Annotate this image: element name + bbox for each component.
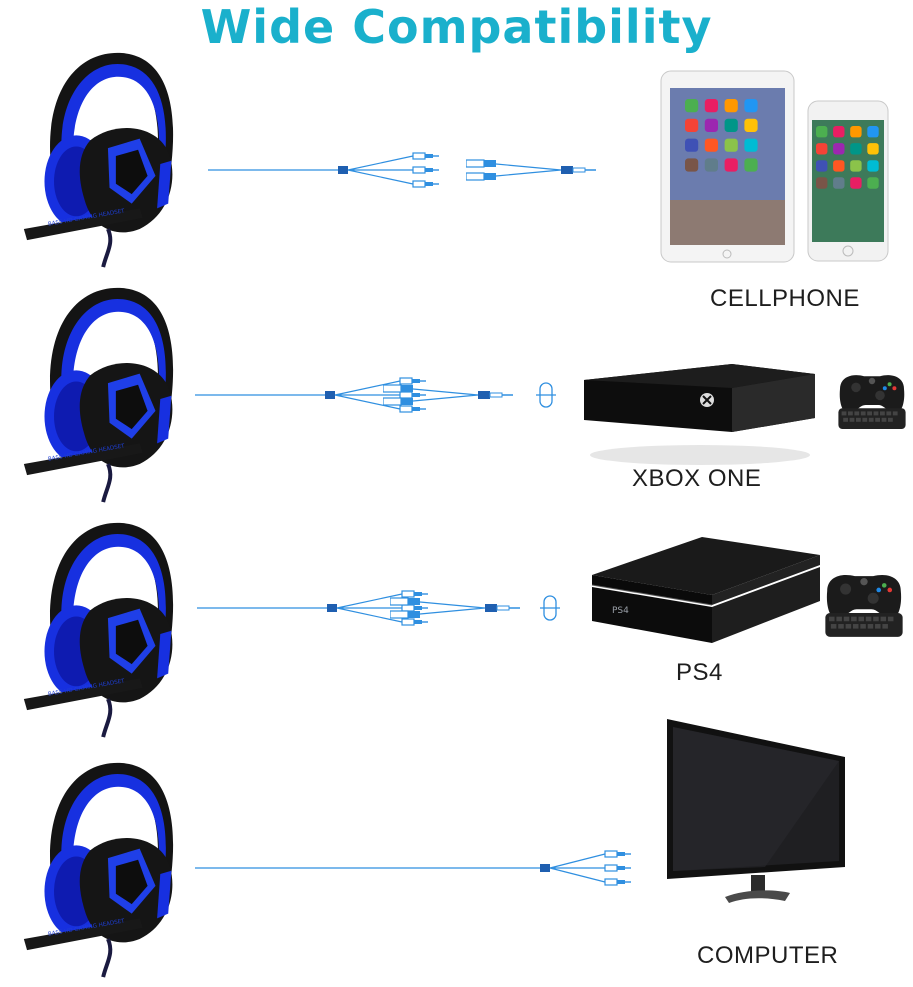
splitter-cable	[208, 145, 468, 195]
row-cellphone: BASS HD GAMING HEADSET CELLPHONE	[0, 45, 913, 315]
adapter-cable	[466, 159, 597, 181]
monitor-image	[667, 719, 845, 903]
tablet-image	[660, 70, 795, 263]
controller-image	[825, 574, 903, 637]
xbox-console-image	[584, 364, 815, 465]
adapter-cable	[390, 597, 521, 619]
smartphone-image	[807, 100, 889, 262]
controller-image	[838, 375, 906, 429]
ps4-console-image: PS4	[591, 537, 820, 643]
headset-image: BASS HD GAMING HEADSET	[21, 285, 176, 505]
controller-adapter	[539, 595, 561, 621]
device-label-computer: COMPUTER	[697, 942, 839, 969]
adapter-cable	[383, 384, 514, 406]
pc-cable	[195, 850, 632, 886]
controller-adapter	[535, 382, 557, 408]
row-ps4: BASS HD GAMING HEADSET PS4 PS4	[0, 515, 913, 745]
device-label-xbox-one: XBOX ONE	[632, 465, 762, 492]
device-label-ps4: PS4	[676, 659, 723, 686]
headset-image: BASS HD GAMING HEADSET	[21, 520, 176, 740]
row-computer: BASS HD GAMING HEADSET COMPUTER	[0, 719, 913, 987]
page-title: Wide Compatibility	[200, 0, 713, 54]
console-print: PS4	[612, 606, 629, 616]
device-label-cellphone: CELLPHONE	[710, 285, 860, 312]
row-xbox-one: BASS HD GAMING HEADSET XBOX ONE	[0, 280, 913, 510]
headset-image: BASS HD GAMING HEADSET	[21, 50, 176, 270]
headset-image: BASS HD GAMING HEADSET	[21, 760, 176, 980]
